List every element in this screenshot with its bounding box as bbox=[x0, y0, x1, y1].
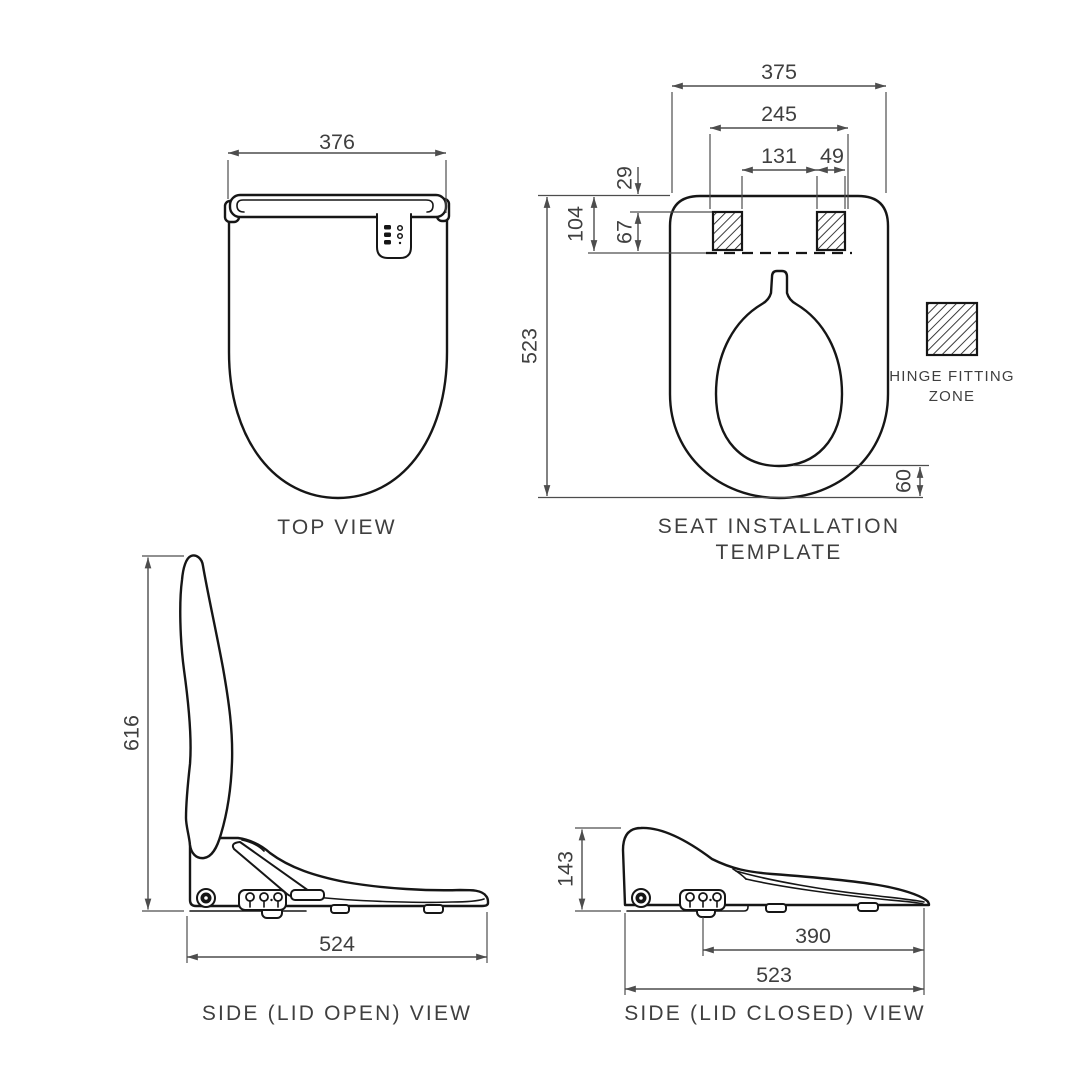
dim-zone-height: 67 bbox=[613, 220, 637, 244]
control-led-dot bbox=[398, 241, 402, 245]
open-depth-dimension: 524 bbox=[186, 912, 488, 963]
open-height-dimension: 616 bbox=[120, 555, 184, 912]
lid-edge-bevel bbox=[236, 199, 434, 213]
hinge-fitting-zone-right bbox=[815, 210, 847, 252]
knob-dot bbox=[639, 896, 643, 900]
hinge-fitting-zone-left bbox=[711, 210, 744, 252]
open-connector-panel bbox=[238, 889, 287, 911]
connector bbox=[685, 892, 695, 902]
hinge-span-dimension: 245 bbox=[709, 102, 849, 209]
control-button-icon bbox=[384, 240, 391, 245]
dim-closed-overall-depth: 523 bbox=[756, 963, 792, 987]
control-panel-tab bbox=[376, 213, 412, 259]
dim-hinge-zone-width: 49 bbox=[820, 144, 844, 168]
top-view-title: TOP VIEW bbox=[277, 516, 397, 539]
open-lid-outline bbox=[179, 554, 234, 860]
bowl-cutout-outline bbox=[714, 269, 844, 468]
side-closed-view: 143 390 523 SIDE (LID CLOSED) VIEW bbox=[554, 826, 931, 1025]
top-view: 376 TOP VIEW bbox=[223, 130, 451, 539]
connector bbox=[273, 892, 283, 902]
closed-connector-panel bbox=[679, 889, 726, 911]
control-button-icon bbox=[384, 225, 391, 230]
strut-foot-plate bbox=[290, 889, 325, 901]
dim-closed-seat-depth: 390 bbox=[795, 924, 831, 948]
zone-offset-dimensions: 29 67 104 bbox=[564, 166, 642, 252]
dim-template-width: 375 bbox=[761, 60, 797, 84]
connector bbox=[245, 892, 255, 902]
closed-outline bbox=[621, 826, 931, 907]
hinge-gap-dimension: 131 49 bbox=[741, 144, 846, 209]
lid-seat-seam-upper bbox=[735, 870, 925, 903]
connector-dot bbox=[709, 898, 712, 902]
connector bbox=[698, 892, 708, 902]
dim-hinge-gap: 131 bbox=[761, 144, 797, 168]
dim-top-width: 376 bbox=[319, 130, 355, 154]
foot bbox=[765, 903, 787, 913]
closed-seat-depth-dimension: 390 bbox=[702, 908, 925, 995]
lid-seat-seam-lower bbox=[745, 878, 924, 905]
closed-height-dimension: 143 bbox=[554, 827, 621, 912]
legend-label-line2: ZONE bbox=[929, 388, 975, 405]
dim-edge-to-zone-bottom: 104 bbox=[564, 206, 588, 242]
dim-open-depth: 524 bbox=[319, 932, 355, 956]
top-view-body-outline bbox=[227, 204, 449, 500]
hinge-zone-legend: HINGE FITTING ZONE bbox=[889, 301, 1015, 405]
top-view-width-dimension: 376 bbox=[227, 130, 447, 213]
template-length-dimension: 523 bbox=[518, 196, 551, 497]
side-closed-title: SIDE (LID CLOSED) VIEW bbox=[624, 1002, 926, 1025]
foot bbox=[423, 904, 444, 914]
hinge-hump-line bbox=[241, 839, 265, 852]
connector bbox=[712, 892, 722, 902]
closed-overall-depth-dimension: 523 bbox=[624, 913, 925, 995]
open-side-knob bbox=[196, 888, 216, 908]
lid-front-edge-line bbox=[732, 868, 747, 880]
template-title-line1: SEAT INSTALLATION bbox=[658, 515, 900, 538]
side-open-view: 616 524 SIDE (LID OPEN) VIEW bbox=[120, 554, 490, 1025]
control-panel-buttons bbox=[384, 224, 404, 245]
legend-hatch-swatch bbox=[925, 301, 979, 357]
template-title-line2: TEMPLATE bbox=[716, 541, 843, 564]
connector bbox=[259, 892, 269, 902]
dim-template-length: 523 bbox=[518, 328, 542, 364]
dim-open-height: 616 bbox=[120, 715, 144, 751]
control-led-icon bbox=[396, 224, 404, 232]
dim-closed-height: 143 bbox=[554, 851, 578, 887]
lid-front-edge bbox=[228, 193, 448, 219]
dim-hinge-span: 245 bbox=[761, 102, 797, 126]
control-led-icon bbox=[396, 232, 404, 240]
template-width-dimension: 375 bbox=[671, 60, 887, 193]
control-button-icon bbox=[384, 232, 391, 237]
closed-side-knob bbox=[631, 888, 651, 908]
knob-dot bbox=[204, 896, 208, 900]
side-open-title: SIDE (LID OPEN) VIEW bbox=[202, 1002, 472, 1025]
installation-template: 375 245 131 49 29 67 104 523 bbox=[518, 60, 929, 564]
legend-label-line1: HINGE FITTING bbox=[889, 368, 1015, 385]
connector-dot bbox=[270, 898, 273, 902]
dim-edge-to-zone-top: 29 bbox=[613, 166, 637, 190]
bowl-to-front-dimension: 60 bbox=[793, 464, 929, 497]
foot bbox=[857, 902, 879, 912]
closed-base-plate bbox=[626, 904, 749, 912]
foot bbox=[330, 904, 350, 914]
dim-bowl-to-front: 60 bbox=[892, 469, 916, 493]
seat-bottom-seam bbox=[315, 896, 485, 904]
